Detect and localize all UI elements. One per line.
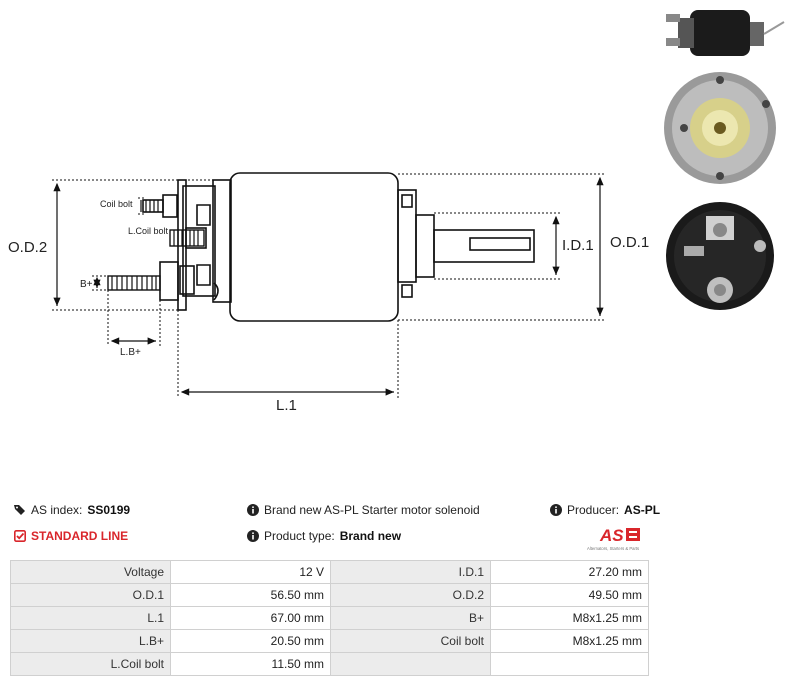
product-type-label: Product type: xyxy=(264,529,335,543)
spec-label: O.D.2 xyxy=(330,583,491,607)
product-type: Product type: Brand new xyxy=(247,529,401,543)
side-view-photo xyxy=(666,10,785,56)
product-info: AS index: SS0199 STANDARD LINE Brand new… xyxy=(14,503,660,553)
spec-label: Voltage xyxy=(10,560,171,584)
as-pl-logo: AS Alternators, Starters & Parts xyxy=(587,526,640,551)
spec-value: 20.50 mm xyxy=(170,629,331,653)
spec-value: M8x1.25 mm xyxy=(490,629,649,653)
l-coil-bolt-label: L.Coil bolt xyxy=(128,226,169,236)
spec-value: 27.20 mm xyxy=(490,560,649,584)
id1-label: I.D.1 xyxy=(562,237,594,254)
spec-value: 67.00 mm xyxy=(170,606,331,630)
spec-value: 12 V xyxy=(170,560,331,584)
spec-label: L.Coil bolt xyxy=(10,652,171,676)
spec-value: 56.50 mm xyxy=(170,583,331,607)
front-view-photo xyxy=(664,72,776,184)
lbplus-label: L.B+ xyxy=(120,347,141,358)
spec-label xyxy=(330,652,491,676)
l1-label: L.1 xyxy=(276,397,297,414)
description-text: Brand new AS-PL Starter motor solenoid xyxy=(264,503,480,517)
info-icon xyxy=(247,504,259,516)
standard-line-label: STANDARD LINE xyxy=(31,529,129,543)
tag-icon xyxy=(14,505,25,515)
product-type-value: Brand new xyxy=(339,529,402,543)
as-index-label: AS index: xyxy=(31,503,83,517)
bplus-label: B+ xyxy=(80,279,93,290)
rear-view-photo xyxy=(666,202,774,310)
spec-label: L.B+ xyxy=(10,629,171,653)
spec-label: B+ xyxy=(330,606,491,630)
spec-label: Coil bolt xyxy=(330,629,491,653)
producer-label: Producer: xyxy=(567,503,620,517)
spec-value: M8x1.25 mm xyxy=(490,606,649,630)
svg-text:AS: AS xyxy=(599,526,624,545)
product-photos xyxy=(664,10,785,310)
svg-text:Alternators, Starters & Parts: Alternators, Starters & Parts xyxy=(587,546,639,551)
check-square-icon xyxy=(14,530,26,542)
spec-value: 11.50 mm xyxy=(170,652,331,676)
info-icon xyxy=(550,504,562,516)
spec-label: L.1 xyxy=(10,606,171,630)
coil-bolt-label: Coil bolt xyxy=(100,199,133,209)
info-icon xyxy=(247,530,259,542)
as-index-value: SS0199 xyxy=(87,503,131,517)
od2-label: O.D.2 xyxy=(8,239,47,256)
solenoid-body xyxy=(229,172,399,322)
od1-label: O.D.1 xyxy=(610,234,649,251)
producer: Producer: AS-PL xyxy=(550,503,660,517)
description: Brand new AS-PL Starter motor solenoid xyxy=(247,503,480,517)
solenoid-technical-drawing: O.D.2 O.D.1 I.D.1 L.1 L.B+ B+ Coil bolt … xyxy=(8,172,649,414)
spec-value: 49.50 mm xyxy=(490,583,649,607)
as-index: AS index: SS0199 xyxy=(14,503,130,517)
spec-label: I.D.1 xyxy=(330,560,491,584)
standard-line: STANDARD LINE xyxy=(14,529,128,543)
spec-value xyxy=(490,652,649,676)
producer-value: AS-PL xyxy=(624,503,661,517)
spec-label: O.D.1 xyxy=(10,583,171,607)
